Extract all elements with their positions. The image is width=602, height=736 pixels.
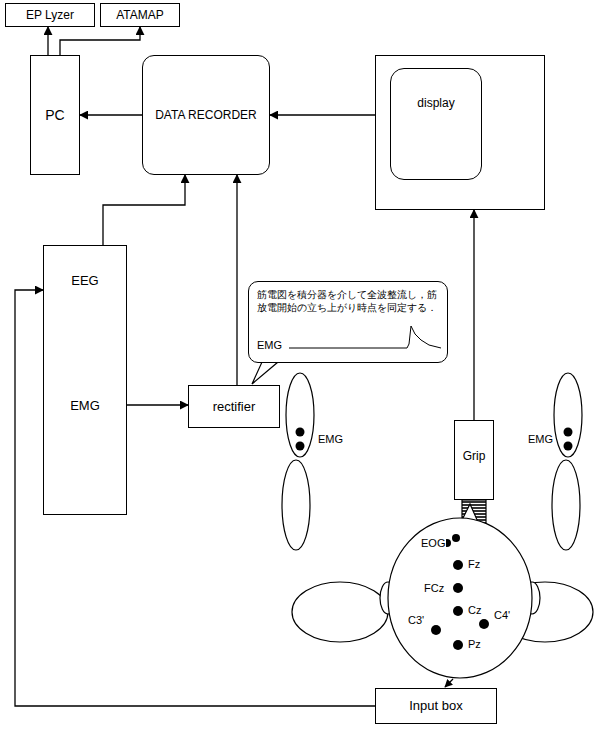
computer-box: PC (30, 55, 80, 175)
right-forearm (554, 373, 582, 457)
fcz-electrode (453, 583, 463, 593)
c4-electrode (479, 619, 489, 629)
right-upper-arm (552, 460, 580, 550)
emg-electrode (296, 442, 305, 451)
signal-arrow (103, 175, 185, 245)
callout-bubble: 筋電図を積分器を介して全波整流し，筋放電開始の立ち上がり時点を同定する． EMG (248, 281, 448, 363)
fz-electrode (453, 560, 463, 570)
node-text: EP Lyzer (26, 8, 74, 22)
muscle-label: EMG (317, 433, 344, 445)
signal-arrow (473, 210, 474, 420)
display-box: display (375, 55, 545, 210)
electrodes (296, 428, 573, 651)
callout-tail (252, 362, 278, 384)
emg-electrode (564, 442, 573, 451)
node-text: EEG (44, 273, 126, 289)
signal-arrow (60, 27, 140, 55)
node-text: DATA RECORDER (155, 108, 257, 122)
electrode-label: Fz (467, 558, 481, 570)
electrode-label: C3' (407, 614, 425, 626)
output-box: ATAMAP (100, 3, 180, 27)
left-forearm (286, 373, 314, 457)
pz-electrode (453, 640, 463, 650)
output-box: EP Lyzer (5, 3, 95, 27)
electrode-label: Cz (467, 604, 482, 616)
eog-electrode (452, 534, 460, 542)
recorder-box: DATA RECORDER (142, 55, 270, 175)
node-text: 筋電図を積分器を介して全波整流し，筋放電開始の立ち上がり時点を同定する． (257, 288, 439, 314)
input-box: Input box (375, 688, 497, 724)
electrode-label: EOG (420, 537, 446, 549)
electrode-label: FCz (423, 582, 445, 594)
cz-electrode (453, 606, 463, 616)
node-text: rectifier (213, 399, 256, 415)
electrode-label: Pz (467, 638, 482, 650)
node-text: ATAMAP (116, 8, 164, 22)
signal-arrow (270, 114, 375, 115)
c3-electrode (431, 625, 441, 635)
node-text: display (390, 96, 482, 110)
emg-electrode (296, 428, 305, 437)
screen-frame (390, 68, 482, 180)
node-text: PC (45, 107, 64, 124)
left-upper-arm (282, 460, 310, 550)
amplifier-box: EEG EMG (43, 245, 127, 515)
left-shoulder (292, 582, 388, 642)
signal-arrow (127, 404, 188, 405)
rectifier-box: rectifier (188, 385, 280, 428)
electrode-label: C4' (493, 609, 511, 621)
emg-electrode (564, 428, 573, 437)
node-text: EMG (44, 398, 126, 414)
head (380, 504, 540, 678)
muscle-label: EMG (527, 433, 554, 445)
head-to-input-arrow (445, 679, 453, 687)
signal-arrow (236, 175, 237, 385)
node-text: EMG (257, 339, 282, 352)
grip-box: Grip (454, 420, 494, 500)
node-text: Input box (409, 698, 463, 714)
signal-arrow (47, 27, 48, 55)
node-text: Grip (455, 449, 493, 463)
head-outline (388, 518, 532, 678)
waveform-line (289, 326, 441, 348)
signal-arrow (80, 114, 142, 115)
